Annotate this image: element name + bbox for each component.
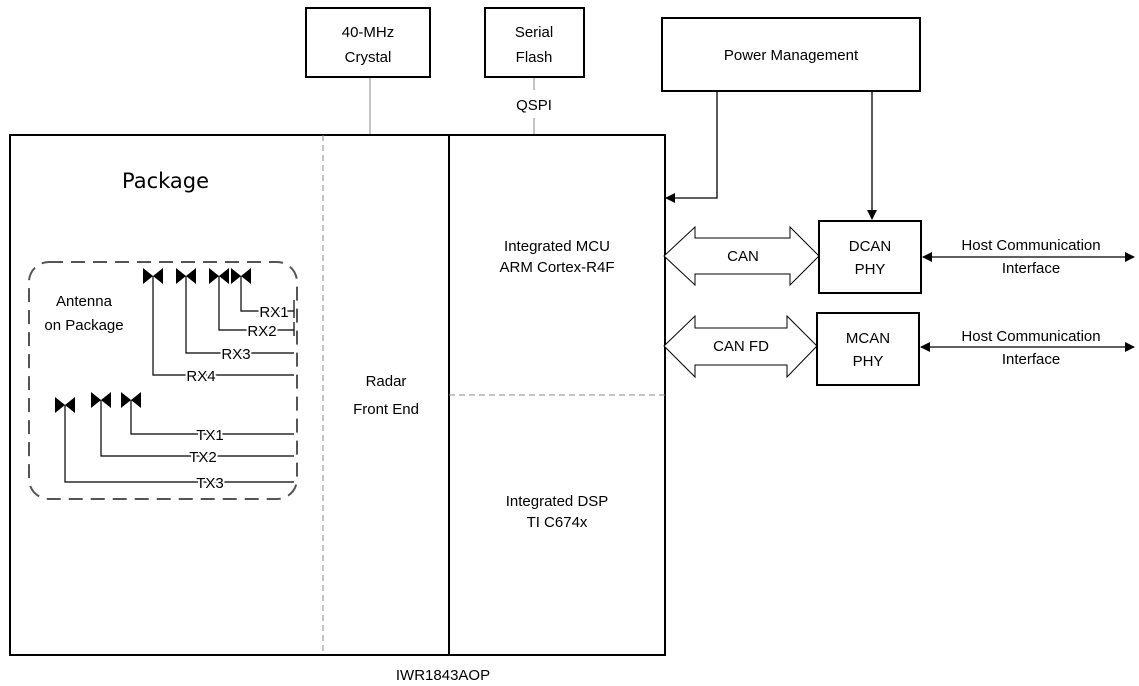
rx4-antenna-icon (143, 268, 294, 376)
mcan-host-label-line1: Host Communication (961, 328, 1100, 345)
package-title: Package (122, 169, 209, 193)
crystal-label-line2: Crystal (345, 49, 392, 66)
tx-labels: TX1 TX2 TX3 (187, 425, 226, 494)
power-management-block: Power Management (661, 17, 921, 92)
rx2-label: RX2 (247, 323, 276, 340)
serial-flash-block: Serial Flash (484, 7, 585, 78)
rfe-label-line1: Radar (366, 373, 407, 390)
rx1-label: RX1 (259, 304, 288, 321)
mcan-label-line2: PHY (853, 353, 884, 370)
dcan-label-line2: PHY (855, 261, 886, 278)
antenna-label-line2: on Package (44, 317, 123, 334)
power-to-mcu-arrow (665, 91, 718, 203)
mcu-label-line2: ARM Cortex-R4F (499, 259, 614, 276)
dcan-phy-block: DCAN PHY (818, 220, 922, 294)
rfe-label-line2: Front End (353, 401, 419, 418)
crystal-label-line1: 40-MHz (342, 24, 395, 41)
chip-name-label: IWR1843AOP (396, 667, 490, 684)
can-bus-arrow: CAN (663, 225, 820, 287)
rx-antennas (143, 268, 295, 376)
tx3-label: TX3 (196, 475, 224, 492)
rx2-antenna-icon (209, 268, 294, 331)
rx1-antenna-icon (231, 268, 294, 312)
dcan-host-label-line1: Host Communication (961, 237, 1100, 254)
tx2-antenna-icon (91, 392, 294, 457)
can-fd-bus-arrow: CAN FD (663, 314, 818, 379)
dcan-label-line1: DCAN (849, 238, 892, 255)
tx1-antenna-icon (121, 392, 294, 435)
flash-label-line1: Serial (515, 24, 553, 41)
rx3-label: RX3 (221, 346, 250, 363)
dsp-label-line1: Integrated DSP (506, 493, 609, 510)
rx-labels: RX1 RX2 RX3 RX4 (184, 302, 290, 387)
mcan-label-line1: MCAN (846, 330, 890, 347)
crystal-block: 40-MHz Crystal (305, 7, 431, 78)
flash-label-line2: Flash (516, 49, 553, 66)
tx2-label: TX2 (189, 449, 217, 466)
tx-antennas (55, 392, 294, 483)
power-label: Power Management (724, 47, 859, 64)
mcan-host-label-line2: Interface (1002, 351, 1060, 368)
mcu-label-line1: Integrated MCU (504, 238, 610, 255)
dsp-label-line2: TI C674x (527, 514, 588, 531)
rx3-antenna-icon (176, 268, 294, 354)
tx3-antenna-icon (55, 397, 294, 483)
antenna-label-line1: Antenna (56, 293, 113, 310)
can-label: CAN (727, 248, 759, 265)
antenna-package-outline (28, 261, 298, 500)
tx1-label: TX1 (196, 427, 224, 444)
rx4-label: RX4 (186, 368, 215, 385)
qspi-label: QSPI (516, 97, 552, 114)
dcan-host-label-line2: Interface (1002, 260, 1060, 277)
mcan-phy-block: MCAN PHY (816, 312, 920, 386)
can-fd-label: CAN FD (713, 338, 769, 355)
